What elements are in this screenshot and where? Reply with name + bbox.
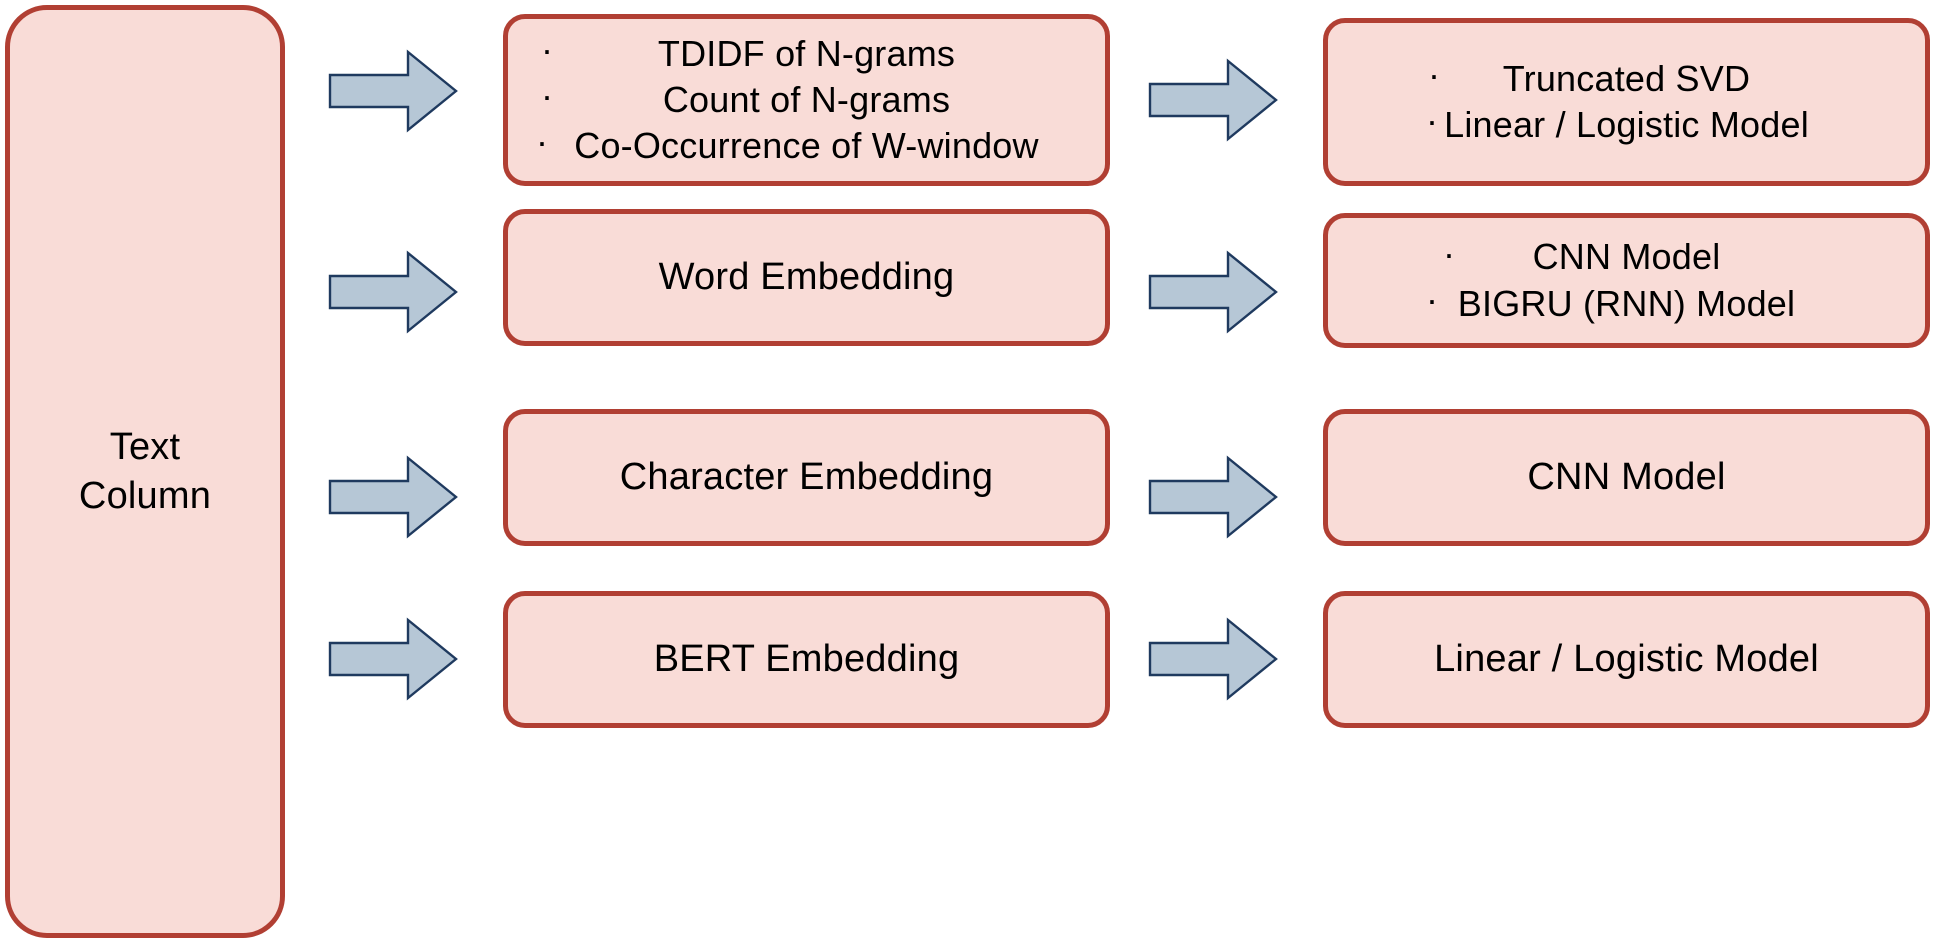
tfidf-ngrams-line-3: Co-Occurrence of W-window (508, 119, 1105, 169)
text-column-label-line2: Column (78, 474, 212, 517)
arrow-right-icon (328, 250, 458, 334)
word-embedding-label: Word Embedding (658, 256, 955, 299)
cnn-bigru-line-2: BIGRU (RNN) Model (1328, 277, 1925, 327)
svd-linear-line-2: Linear / Logistic Model (1328, 98, 1925, 148)
arrow-right-icon (1148, 250, 1278, 334)
bert-embedding-label: BERT Embedding (653, 638, 960, 681)
arrow-ngrams-to-svd (1148, 58, 1278, 142)
arrow-right-icon (1148, 58, 1278, 142)
svd-linear-line-1: Truncated SVD (1328, 52, 1925, 102)
cnn-box[interactable]: CNN Model (1323, 409, 1930, 546)
word-embedding-box[interactable]: Word Embedding (503, 209, 1110, 346)
arrow-char-embedding-to-cnn (1148, 455, 1278, 539)
arrow-word-embedding-to-cnn-bigru (1148, 250, 1278, 334)
arrow-right-icon (328, 617, 458, 701)
cnn-bigru-box[interactable]: CNN Model BIGRU (RNN) Model (1323, 213, 1930, 348)
character-embedding-label: Character Embedding (619, 456, 994, 499)
arrow-bert-embedding-to-linear (1148, 617, 1278, 701)
linear-logistic-box[interactable]: Linear / Logistic Model (1323, 591, 1930, 728)
arrow-source-to-char-embedding (328, 455, 458, 539)
arrow-right-icon (328, 455, 458, 539)
arrow-source-to-ngrams (328, 49, 458, 133)
arrow-right-icon (328, 49, 458, 133)
tfidf-ngrams-box[interactable]: TDIDF of N-grams Count of N-grams Co-Occ… (503, 14, 1110, 186)
arrow-source-to-bert-embedding (328, 617, 458, 701)
text-column-label-line1: Text (109, 425, 181, 468)
arrow-right-icon (1148, 617, 1278, 701)
linear-logistic-label: Linear / Logistic Model (1434, 638, 1819, 681)
cnn-bigru-line-1: CNN Model (1328, 231, 1925, 280)
character-embedding-box[interactable]: Character Embedding (503, 409, 1110, 546)
text-column-box[interactable]: Text Column (5, 5, 285, 938)
bert-embedding-box[interactable]: BERT Embedding (503, 591, 1110, 728)
svd-linear-box[interactable]: Truncated SVD Linear / Logistic Model (1323, 18, 1930, 186)
cnn-label: CNN Model (1527, 456, 1726, 499)
arrow-source-to-word-embedding (328, 250, 458, 334)
tfidf-ngrams-line-1: TDIDF of N-grams (508, 27, 1105, 77)
tfidf-ngrams-line-2: Count of N-grams (508, 73, 1105, 123)
arrow-right-icon (1148, 455, 1278, 539)
